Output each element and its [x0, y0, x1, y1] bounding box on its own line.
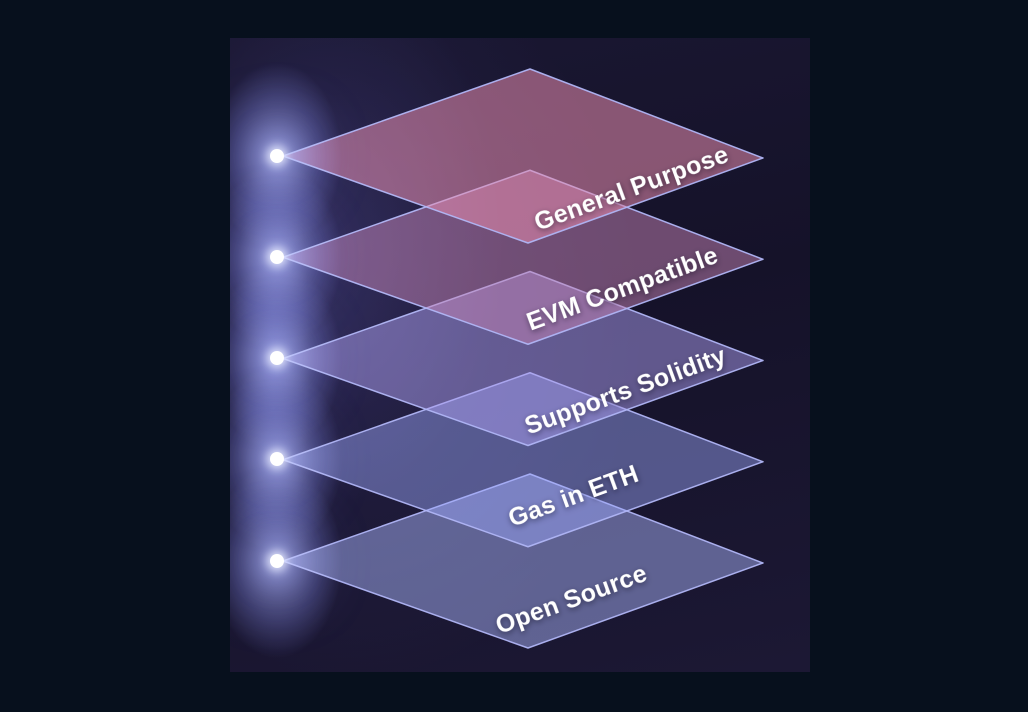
layers-diagram: Open Source Gas in ETH Supports Solidity…	[282, 68, 764, 649]
layer-general-purpose: General Purpose	[282, 68, 764, 244]
glow-dot	[270, 149, 284, 163]
glow-dot	[270, 250, 284, 264]
glow-dot	[270, 452, 284, 466]
glow-dot	[270, 554, 284, 568]
glow-dot	[270, 351, 284, 365]
diagram-panel: Open Source Gas in ETH Supports Solidity…	[230, 38, 810, 672]
